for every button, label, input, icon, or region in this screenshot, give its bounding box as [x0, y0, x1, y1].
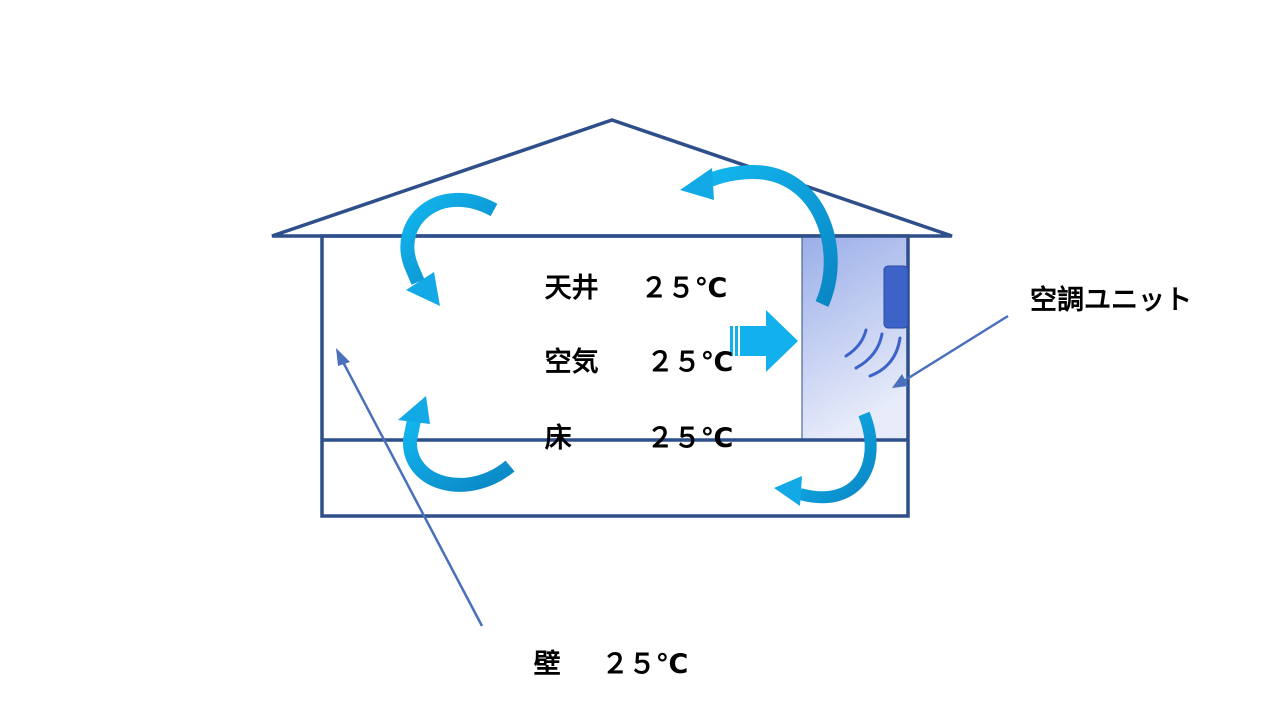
air-temperature-label: 空気 ２５℃ — [507, 322, 734, 403]
floor-temperature-label: 床 ２５℃ — [507, 398, 734, 479]
circulation-arrow-top-left — [400, 192, 498, 306]
air-name: 空気 — [544, 347, 599, 378]
ac-unit-pointer — [892, 314, 1009, 388]
ceiling-name: 天井 — [544, 273, 599, 304]
house-walls — [320, 234, 910, 518]
ceiling-temp: ２５℃ — [640, 273, 728, 304]
ceiling-temperature-label: 天井 ２５℃ — [507, 248, 728, 329]
ac-vent — [883, 265, 909, 329]
floor-temp: ２５℃ — [646, 423, 734, 454]
floor-name: 床 — [544, 423, 572, 454]
circulation-arrow-top-right — [680, 164, 838, 307]
wall-pointer — [336, 348, 484, 627]
air-temp: ２５℃ — [646, 347, 734, 378]
air-to-ac-arrow-icon — [730, 310, 798, 372]
airflow-waves-icon — [844, 328, 902, 378]
circulation-arrow-bottom-left — [398, 396, 515, 492]
wall-temperature-label: 壁 ２５℃ — [496, 624, 689, 705]
wall-name: 壁 — [533, 649, 561, 680]
wall-temp: ２５℃ — [601, 649, 689, 680]
circulation-arrow-bottom-right — [774, 411, 877, 506]
ac-unit-label: 空調ユニット — [1030, 285, 1192, 316]
roof — [271, 118, 953, 238]
